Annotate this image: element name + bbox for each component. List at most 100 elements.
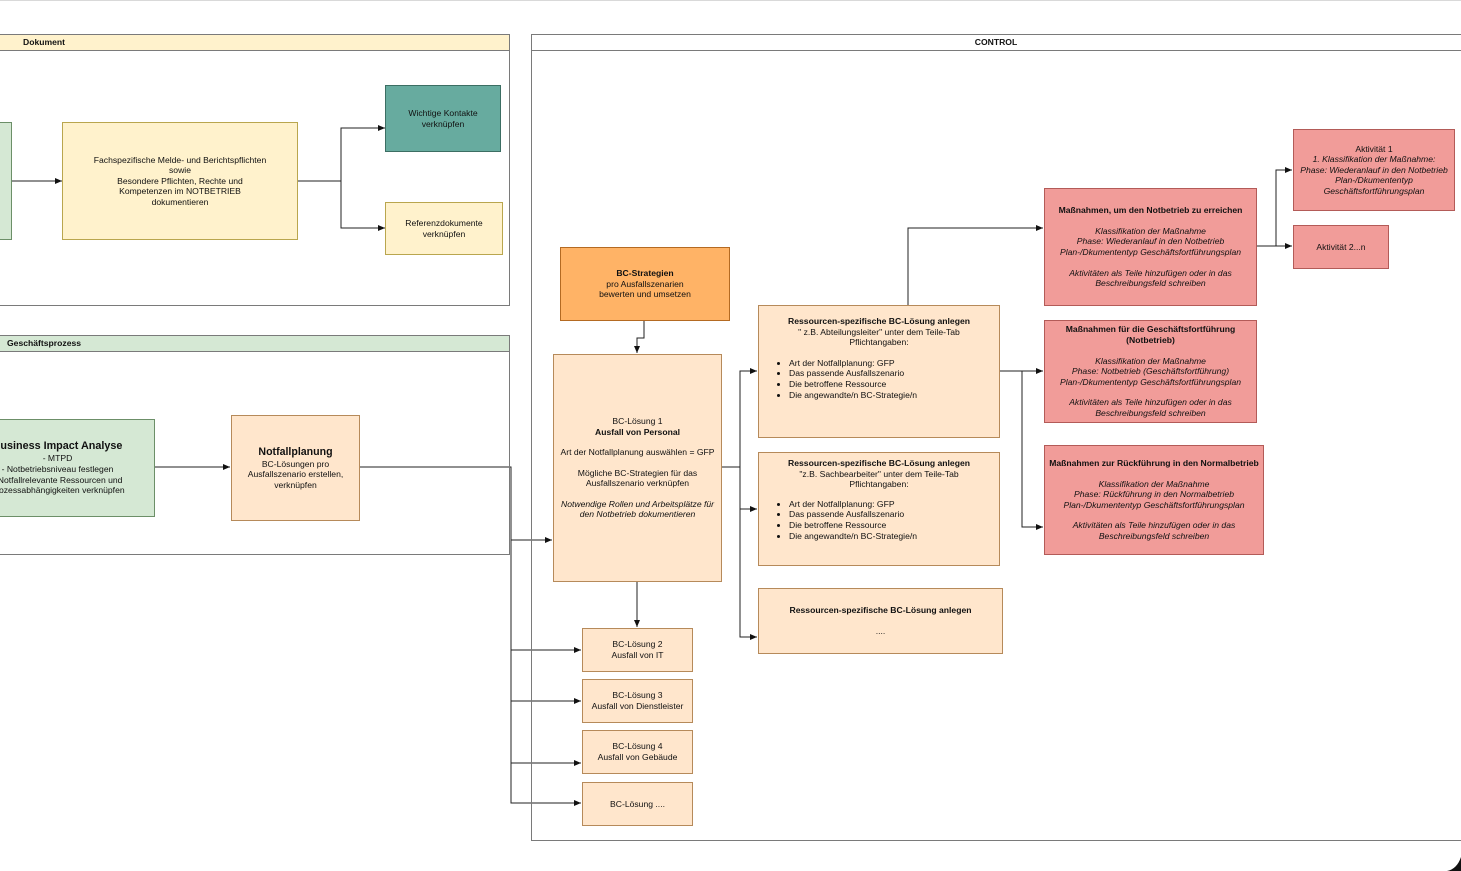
- mass1-line-3: Plan-/Dkumententyp Geschäftsfortführungs…: [1059, 247, 1242, 257]
- bc5-line-1: BC-Lösung ....: [610, 798, 665, 809]
- referenz-node[interactable]: Referenzdokumente verknüpfen: [385, 202, 503, 255]
- res2-sub-2: Pflichtangaben:: [849, 479, 909, 490]
- bc-loesung-2-node[interactable]: BC-Lösung 2 Ausfall von IT: [582, 628, 693, 672]
- ressourcen-loesung-2-node[interactable]: Ressourcen-spezifische BC-Lösung anlegen…: [758, 452, 1000, 566]
- massnahmen-fortfuehrung-node[interactable]: Maßnahmen für die Geschäftsfortführung (…: [1044, 320, 1257, 423]
- akt1-line-2: Phase: Wiederanlauf in den Notbetrieb: [1300, 164, 1448, 175]
- strategien-line-2: bewerten und umsetzen: [599, 289, 691, 300]
- referenz-line-2: verknüpfen: [422, 228, 466, 239]
- bc-loesung-4-node[interactable]: BC-Lösung 4 Ausfall von Gebäude: [582, 730, 693, 774]
- res1-item: Die betroffene Ressource: [789, 379, 917, 390]
- lane-control-header: CONTROL: [531, 34, 1461, 51]
- res1-item: Die angewandte/n BC-Strategie/n: [789, 390, 917, 401]
- mass2-title-1: Maßnahmen für die Geschäftsfortführung: [1065, 324, 1236, 335]
- lane-dokument-header: Dokument: [0, 34, 510, 51]
- pflichten-line-4: Kompetenzen im NOTBETRIEB: [119, 186, 241, 197]
- bc1-line-3a: Mögliche BC-Strategien für das: [577, 467, 698, 478]
- bc1-line-2: Art der Notfallplanung auswählen = GFP: [560, 447, 715, 458]
- bc1-title: Ausfall von Personal: [594, 426, 680, 437]
- mass3-note-2: Beschreibungsfeld schreiben: [1098, 530, 1210, 541]
- bc1-line-3b: Ausfallszenario verknüpfen: [585, 478, 690, 489]
- pflichten-node[interactable]: Fachspezifische Melde- und Berichtspflic…: [62, 122, 298, 240]
- massnahmen-rueckfuehrung-node[interactable]: Maßnahmen zur Rückführung in den Normalb…: [1044, 445, 1264, 555]
- bc2-line-2: Ausfall von IT: [611, 650, 664, 660]
- akt2-label: Aktivität 2...n: [1316, 241, 1366, 252]
- res3-sub: ....: [875, 626, 886, 636]
- pflichten-line-1: Fachspezifische Melde- und Berichtspflic…: [93, 154, 267, 165]
- res3-title: Ressourcen-spezifische BC-Lösung anlegen: [789, 605, 972, 616]
- bc2-line-1: BC-Lösung 2: [612, 639, 663, 650]
- pflichten-line-3: Besondere Pflichten, Rechte und: [117, 175, 243, 186]
- corner-decoration: [1447, 857, 1461, 871]
- top-border: [0, 0, 1461, 1]
- res2-item: Die angewandte/n BC-Strategie/n: [789, 531, 917, 542]
- bc-loesung-3-node[interactable]: BC-Lösung 3 Ausfall von Dienstleister: [582, 679, 693, 723]
- aktivitaet-1-node[interactable]: Aktivität 1 1. Klassifikation der Maßnah…: [1293, 129, 1455, 211]
- bc3-line-1: BC-Lösung 3: [612, 690, 663, 701]
- strategien-line-1: pro Ausfallszenarien: [606, 278, 684, 289]
- mass2-note-2: Beschreibungsfeld schreiben: [1095, 407, 1206, 418]
- ressourcen-loesung-1-node[interactable]: Ressourcen-spezifische BC-Lösung anlegen…: [758, 305, 1000, 438]
- mass3-line-1: Klassifikation der Maßnahme: [1098, 478, 1210, 489]
- res2-title: Ressourcen-spezifische BC-Lösung anlegen: [788, 458, 970, 468]
- edge-pflichten-to-kontakte: [298, 125, 385, 182]
- pflichten-line-5: dokumentieren: [151, 196, 209, 207]
- aktivitaet-2n-node[interactable]: Aktivität 2...n: [1293, 225, 1389, 269]
- edge-bc1-to-res: [722, 368, 757, 468]
- bia-node[interactable]: Business Impact Analyse - MTPD - Notbetr…: [0, 419, 155, 517]
- bc-loesung-1-node[interactable]: BC-Lösung 1 Ausfall von Personal Art der…: [553, 354, 722, 582]
- bc-strategien-node[interactable]: BC-Strategien pro Ausfallszenarien bewer…: [560, 247, 730, 321]
- lane-dokument-title: Dokument: [23, 37, 66, 47]
- pflichten-line-2: sowie: [169, 165, 191, 176]
- bia-line-2: - Notbetriebsniveau festlegen: [1, 463, 114, 474]
- kontakte-line-1: Wichtige Kontakte: [408, 107, 478, 118]
- res1-item: Art der Notfallplanung: GFP: [789, 358, 917, 369]
- massnahmen-notbetrieb-node[interactable]: Maßnahmen, um den Notbetrieb zu erreiche…: [1044, 188, 1257, 306]
- edge-res1-to-mass1: [907, 225, 1043, 305]
- kontakte-line-2: verknüpfen: [421, 118, 465, 129]
- mass2-note-1: Aktivitäten als Teile hinzufügen oder in…: [1069, 397, 1232, 408]
- akt1-title: Aktivität 1: [1355, 143, 1393, 154]
- bc-loesung-more-node[interactable]: BC-Lösung ....: [582, 782, 693, 826]
- res2-sub-1: "z.B. Sachbearbeiter" unter dem Teile-Ta…: [799, 468, 959, 479]
- mass2-title-2: (Notbetrieb): [1126, 335, 1175, 346]
- res1-item: Das passende Ausfallszenario: [789, 368, 917, 379]
- mass1-line-2: Phase: Wiederanlauf in den Notbetrieb: [1076, 236, 1225, 247]
- referenz-line-1: Referenzdokumente: [405, 217, 483, 228]
- lane-geschaeftsprozess-header: Geschäftsprozess: [0, 335, 510, 352]
- notfallplanung-node[interactable]: Notfallplanung BC-Lösungen pro Ausfallsz…: [231, 415, 360, 521]
- notfall-line-1: BC-Lösungen pro: [261, 458, 330, 469]
- notfall-line-2: Ausfallszenario erstellen,: [247, 469, 344, 480]
- bc4-line-2: Ausfall von Gebäude: [597, 752, 678, 762]
- edge-strategien-to-bc1: [634, 321, 645, 353]
- mass1-note-1: Aktivitäten als Teile hinzufügen oder in…: [1069, 267, 1232, 278]
- edge-to-bc5: [510, 763, 581, 806]
- lane-control-title: CONTROL: [974, 37, 1018, 47]
- res2-item: Die betroffene Ressource: [789, 520, 917, 531]
- edge-mass1-to-akt1: [1257, 167, 1292, 247]
- notfall-line-3: verknüpfen: [274, 479, 317, 490]
- edge-pflichten-to-referenz: [340, 181, 385, 231]
- mass3-line-2: Phase: Rückführung in den Normalbetrieb: [1073, 489, 1235, 500]
- edge-bc1-to-res3: [739, 509, 757, 640]
- res1-sub-2: Pflichtangaben:: [849, 337, 909, 348]
- bc1-line-4b: den Notbetrieb dokumentieren: [579, 509, 696, 520]
- akt1-line-3: Plan-/Dkumententyp: [1335, 175, 1413, 186]
- bc4-line-1: BC-Lösung 4: [612, 741, 663, 752]
- strategien-title: BC-Strategien: [616, 268, 674, 279]
- bc1-line-1: BC-Lösung 1: [612, 415, 663, 426]
- akt1-line-4: Geschäftsfortführungsplan: [1323, 185, 1425, 196]
- mass1-title: Maßnahmen, um den Notbetrieb zu erreiche…: [1058, 205, 1243, 216]
- ressourcen-loesung-3-node[interactable]: Ressourcen-spezifische BC-Lösung anlegen…: [758, 588, 1003, 654]
- partial-green-node[interactable]: [0, 122, 12, 240]
- mass3-title: Maßnahmen zur Rückführung in den Normalb…: [1049, 458, 1259, 468]
- mass1-line-1: Klassifikation der Maßnahme: [1095, 225, 1206, 236]
- mass2-line-2: Phase: Notbetrieb (Geschäftsfortführung): [1071, 366, 1230, 377]
- akt1-line-1: 1. Klassifikation der Maßnahme:: [1312, 154, 1436, 165]
- kontakte-node[interactable]: Wichtige Kontakte verknüpfen: [385, 85, 501, 152]
- mass3-line-3: Plan-/Dkumententyp Geschäftsfortführungs…: [1063, 499, 1245, 510]
- bia-title: Business Impact Analyse: [0, 440, 123, 453]
- bia-line-1: - MTPD: [42, 453, 73, 464]
- bia-line-3: - Notfallrelevante Ressourcen und: [0, 474, 123, 485]
- res2-list: Art der Notfallplanung: GFP Das passende…: [763, 499, 917, 541]
